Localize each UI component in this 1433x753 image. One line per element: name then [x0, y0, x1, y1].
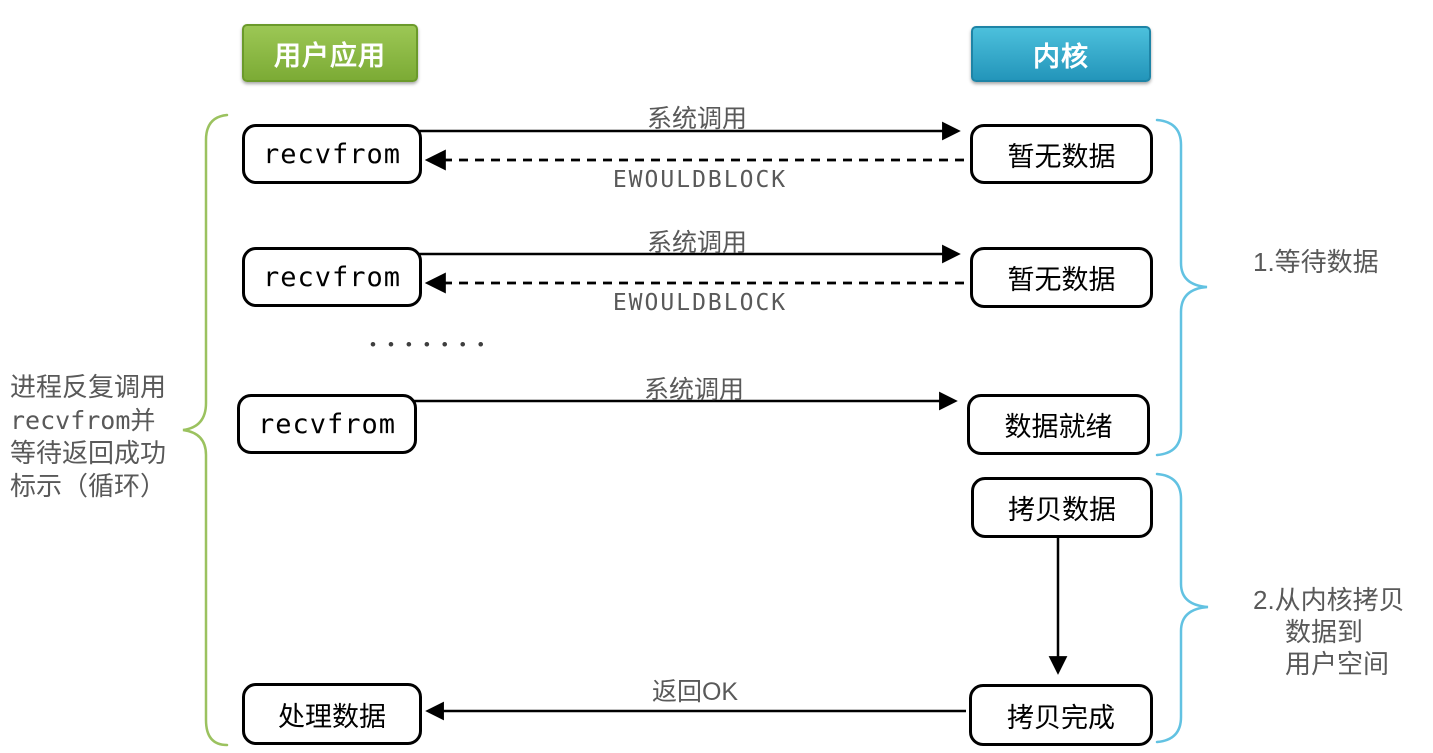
data-ready-node-label: 数据就绪	[1004, 412, 1113, 442]
syscall-label-3: 系统调用	[643, 376, 745, 404]
loop-note: 进程反复调用 recvfrom并 等待返回成功 标示（循环）	[10, 371, 166, 503]
phase2-label-line-2: 数据到	[1285, 617, 1364, 647]
no-data-node-1: 暂无数据	[970, 124, 1153, 184]
process-data-node-label: 处理数据	[278, 701, 386, 732]
return-ok-label: 返回OK	[651, 678, 739, 706]
recvfrom-node-3-label: recvfrom	[257, 408, 397, 440]
kernel-header-label: 内核	[1033, 41, 1089, 72]
ewouldblock-label-1: EWOULDBLOCK	[612, 167, 788, 193]
phase1-brace	[1155, 118, 1208, 457]
loop-note-line-1: 进程反复调用	[10, 372, 167, 402]
copy-done-node: 拷贝完成	[969, 684, 1153, 746]
loop-note-line-3: 等待返回成功	[10, 438, 167, 468]
phase2-label-line-3: 用户空间	[1285, 649, 1390, 679]
syscall-label-1: 系统调用	[646, 105, 748, 133]
recvfrom-node-3: recvfrom	[237, 394, 417, 454]
copy-data-node: 拷贝数据	[971, 477, 1153, 538]
user-app-header-label: 用户应用	[274, 40, 386, 71]
phase2-label-line-1: 2.从内核拷贝	[1253, 585, 1405, 615]
recvfrom-node-1: recvfrom	[242, 124, 422, 184]
user-app-header: 用户应用	[242, 24, 418, 82]
recvfrom-node-2: recvfrom	[242, 247, 422, 307]
phase2-label: 2.从内核拷贝 数据到 用户空间	[1253, 584, 1405, 680]
copy-data-node-label: 拷贝数据	[1008, 495, 1116, 525]
loop-brace	[182, 113, 229, 747]
no-data-node-1-label: 暂无数据	[1007, 141, 1116, 172]
syscall-label-2: 系统调用	[646, 229, 748, 257]
no-data-node-2: 暂无数据	[970, 247, 1153, 308]
ewouldblock-label-2: EWOULDBLOCK	[612, 290, 788, 316]
copy-done-node-label: 拷贝完成	[1007, 702, 1115, 733]
loop-note-line-4: 标示（循环）	[10, 471, 167, 501]
no-data-node-2-label: 暂无数据	[1007, 265, 1116, 295]
phase1-label: 1.等待数据	[1253, 247, 1379, 277]
recvfrom-node-2-label: recvfrom	[262, 261, 402, 293]
loop-note-line-2: recvfrom并	[10, 406, 156, 435]
process-data-node: 处理数据	[242, 683, 422, 745]
repeat-ellipsis: •••••••	[370, 335, 496, 354]
recvfrom-node-1-label: recvfrom	[262, 138, 402, 170]
data-ready-node: 数据就绪	[967, 394, 1150, 455]
kernel-header: 内核	[971, 26, 1151, 82]
phase2-brace	[1155, 472, 1209, 744]
